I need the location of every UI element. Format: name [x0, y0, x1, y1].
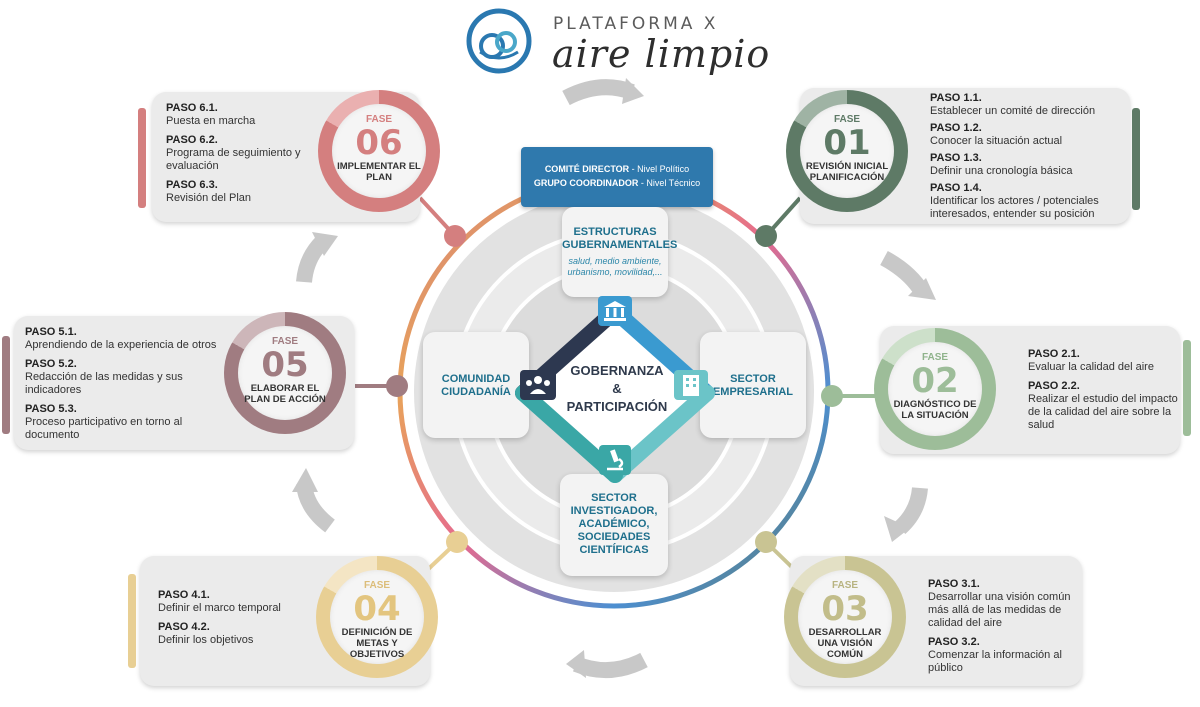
step-5-2: PASO 5.2.Redacción de las medidas y sus … [25, 358, 183, 396]
cycle-arrow-icon [880, 250, 929, 297]
step-4-1: PASO 4.1.Definir el marco temporal [158, 589, 281, 614]
comite-box: COMITÉ DIRECTOR - Nivel Político GRUPO C… [521, 147, 713, 207]
step-1-2: PASO 1.2.Conocer la situación actual [930, 122, 1063, 147]
brand-line2: aire limpio [552, 32, 771, 76]
step-3-1: PASO 3.1.Desarrollar una visión común má… [928, 578, 1071, 629]
business-title: SECTOR EMPRESARIAL [712, 373, 794, 398]
phase-01-circle: FASE 01 REVISIÓN INICIAL PLANIFICACIÓN [786, 90, 908, 212]
government-subtitle: salud, medio ambiente, urbanismo, movili… [567, 256, 663, 277]
community-title: COMUNIDAD CIUDADANÍA [441, 373, 511, 398]
core-line2: & [612, 381, 622, 396]
phase-01-steps: PASO 1.1.Establecer un comité de direcci… [930, 92, 1125, 225]
step-3-2: PASO 3.2.Comenzar la información al públ… [928, 636, 1062, 674]
phase-04-circle: FASE 04 DEFINICIÓN DE METAS Y OBJETIVOS [316, 556, 438, 678]
office-building-icon [674, 370, 708, 400]
phase-03-number: 03 [821, 589, 869, 629]
step-5-1: PASO 5.1.Aprendiendo de la experiencia d… [25, 326, 217, 351]
ring-dot-05 [386, 375, 408, 397]
phase-06-number: 06 [355, 123, 403, 163]
phase-03-title: DESARROLLAR UNA VISIÓN COMÚN [808, 627, 882, 660]
stakeholder-community: COMUNIDAD CIUDADANÍA [423, 332, 529, 438]
microscope-icon [599, 445, 631, 475]
phase-02-number: 02 [911, 361, 959, 401]
phase-04-title: DEFINICIÓN DE METAS Y OBJETIVOS [341, 627, 413, 660]
phase-05-number: 05 [261, 345, 309, 385]
phase-04-steps: PASO 4.1.Definir el marco temporal PASO … [158, 589, 308, 653]
comite-line2-rest: - Nivel Técnico [638, 178, 701, 188]
step-1-1: PASO 1.1.Establecer un comité de direcci… [930, 92, 1096, 117]
phase-06-accent [138, 108, 146, 208]
phase-01-accent [1132, 108, 1140, 210]
phase-05-steps: PASO 5.1.Aprendiendo de la experiencia d… [25, 326, 230, 448]
phase-04-accent [128, 574, 136, 668]
phase-01-number: 01 [823, 123, 871, 163]
phase-02-accent [1183, 340, 1191, 436]
phase-06-circle: FASE 06 IMPLEMENTAR EL PLAN [318, 90, 440, 212]
ring-dot-02 [821, 385, 843, 407]
step-1-3: PASO 1.3.Definir una cronología básica [930, 152, 1073, 177]
phase-05-title: ELABORAR EL PLAN DE ACCIÓN [244, 383, 326, 405]
core-line1: GOBERNANZA [570, 363, 664, 378]
step-1-4: PASO 1.4.Identificar los actores / poten… [930, 182, 1099, 220]
government-building-icon [598, 296, 632, 326]
phase-04-fase-label: FASE [363, 580, 391, 591]
stakeholder-business: SECTOR EMPRESARIAL [700, 332, 806, 438]
stakeholder-government: ESTRUCTURAS GUBERNAMENTALES salud, medio… [562, 207, 678, 297]
research-title: SECTOR INVESTIGADOR, ACADÉMICO, SOCIEDAD… [570, 492, 658, 556]
phase-03-circle: FASE 03 DESARROLLAR UNA VISIÓN COMÚN [784, 556, 906, 678]
government-title: ESTRUCTURAS GUBERNAMENTALES [562, 226, 678, 251]
step-6-2: PASO 6.2.Programa de seguimiento y evalu… [166, 134, 301, 172]
governance-core-text: GOBERNANZA & PARTICIPACIÓN [562, 362, 672, 416]
step-5-3: PASO 5.3.Proceso participativo en torno … [25, 403, 183, 441]
comite-line1-rest: - Nivel Político [629, 164, 690, 174]
phase-02-title: DIAGNÓSTICO DE LA SITUACIÓN [893, 399, 977, 421]
comite-line2-bold: GRUPO COORDINADOR [533, 178, 639, 188]
phase-06-steps: PASO 6.1.Puesta en marcha PASO 6.2.Progr… [166, 102, 316, 211]
phase-01-fase-label: FASE [833, 114, 861, 125]
stakeholder-research: SECTOR INVESTIGADOR, ACADÉMICO, SOCIEDAD… [560, 474, 668, 576]
step-2-2: PASO 2.2.Realizar el estudio del impacto… [1028, 380, 1178, 431]
ring-dot-04 [446, 531, 468, 553]
phase-03-steps: PASO 3.1.Desarrollar una visión común má… [928, 578, 1076, 681]
cycle-arrow-icon [562, 79, 635, 106]
phase-06-fase-label: FASE [365, 114, 393, 125]
phase-06-title: IMPLEMENTAR EL PLAN [337, 161, 421, 183]
phase-03-fase-label: FASE [831, 580, 859, 591]
phase-02-fase-label: FASE [921, 352, 949, 363]
step-6-1: PASO 6.1.Puesta en marcha [166, 102, 256, 127]
phase-05-fase-label: FASE [271, 336, 299, 347]
ring-dot-06 [444, 225, 466, 247]
phase-05-circle: FASE 05 ELABORAR EL PLAN DE ACCIÓN [224, 312, 346, 434]
step-6-3: PASO 6.3.Revisión del Plan [166, 179, 251, 204]
comite-line1-bold: COMITÉ DIRECTOR [544, 164, 630, 174]
phase-02-circle: FASE 02 DIAGNÓSTICO DE LA SITUACIÓN [874, 328, 996, 450]
phase-04-number: 04 [353, 589, 401, 629]
phase-05-accent [2, 336, 10, 434]
community-people-icon [520, 370, 556, 400]
cycle-arrow-icon [296, 236, 328, 283]
phase-01-title: REVISIÓN INICIAL PLANIFICACIÓN [805, 161, 889, 183]
ring-dot-03 [755, 531, 777, 553]
cloud-logo-icon [466, 8, 532, 74]
step-2-1: PASO 2.1.Evaluar la calidad del aire [1028, 348, 1154, 373]
phase-02-steps: PASO 2.1.Evaluar la calidad del aire PAS… [1028, 348, 1178, 438]
core-line3: PARTICIPACIÓN [566, 399, 668, 414]
cycle-arrow-icon [572, 652, 648, 679]
brand-line1: PLATAFORMA X [553, 14, 719, 34]
cycle-arrow-icon [894, 487, 928, 534]
step-4-2: PASO 4.2.Definir los objetivos [158, 621, 254, 646]
ring-dot-01 [755, 225, 777, 247]
